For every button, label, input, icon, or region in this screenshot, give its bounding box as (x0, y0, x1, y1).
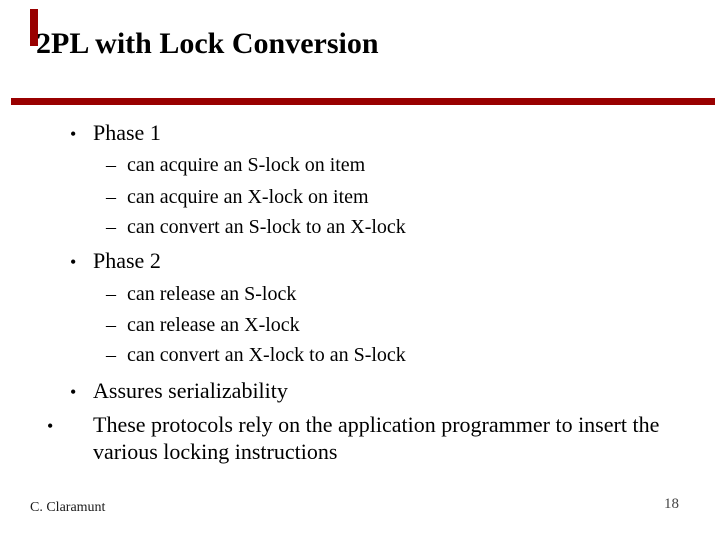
sub-bullet-item: –can acquire an X-lock on item (106, 185, 369, 210)
title-underline-rule (11, 98, 715, 105)
accent-bar (30, 9, 38, 46)
bullet-dot-icon: • (70, 124, 77, 144)
sub-bullet-text: can release an S-lock (127, 283, 297, 305)
bullet-dot-icon: • (70, 252, 77, 272)
dash-marker-icon: – (106, 314, 116, 336)
footer-author: C. Claramunt (30, 500, 106, 515)
sub-bullet-text: can acquire an X-lock on item (127, 186, 369, 208)
bullet-dot-icon: • (70, 382, 77, 402)
bullet-item-phase-2: • Phase 2 (70, 248, 161, 275)
sub-bullet-item: –can convert an S-lock to an X-lock (106, 215, 406, 240)
bullet-text: Phase 1 (93, 120, 161, 145)
bullet-item-assures: • Assures serializability (70, 378, 288, 405)
bullet-text: These protocols rely on the application … (93, 412, 660, 464)
bullet-item-protocols: • These protocols rely on the application… (47, 412, 706, 464)
page-title: 2PL with Lock Conversion (36, 27, 379, 60)
sub-bullet-text: can release an X-lock (127, 314, 300, 336)
bullet-dot-icon: • (47, 416, 54, 436)
sub-bullet-item: –can release an S-lock (106, 282, 296, 307)
sub-bullet-text: can convert an S-lock to an X-lock (127, 216, 406, 238)
sub-bullet-item: –can convert an X-lock to an S-lock (106, 343, 406, 368)
sub-bullet-item: –can acquire an S-lock on item (106, 153, 365, 178)
sub-bullet-text: can convert an X-lock to an S-lock (127, 344, 406, 366)
sub-bullet-text: can acquire an S-lock on item (127, 154, 366, 176)
dash-marker-icon: – (106, 216, 116, 238)
page-number: 18 (664, 496, 679, 512)
dash-marker-icon: – (106, 344, 116, 366)
dash-marker-icon: – (106, 186, 116, 208)
bullet-text: Assures serializability (93, 378, 288, 403)
sub-bullet-item: –can release an X-lock (106, 313, 300, 338)
dash-marker-icon: – (106, 283, 116, 305)
dash-marker-icon: – (106, 154, 116, 176)
bullet-text: Phase 2 (93, 248, 161, 273)
bullet-item-phase-1: • Phase 1 (70, 120, 161, 147)
